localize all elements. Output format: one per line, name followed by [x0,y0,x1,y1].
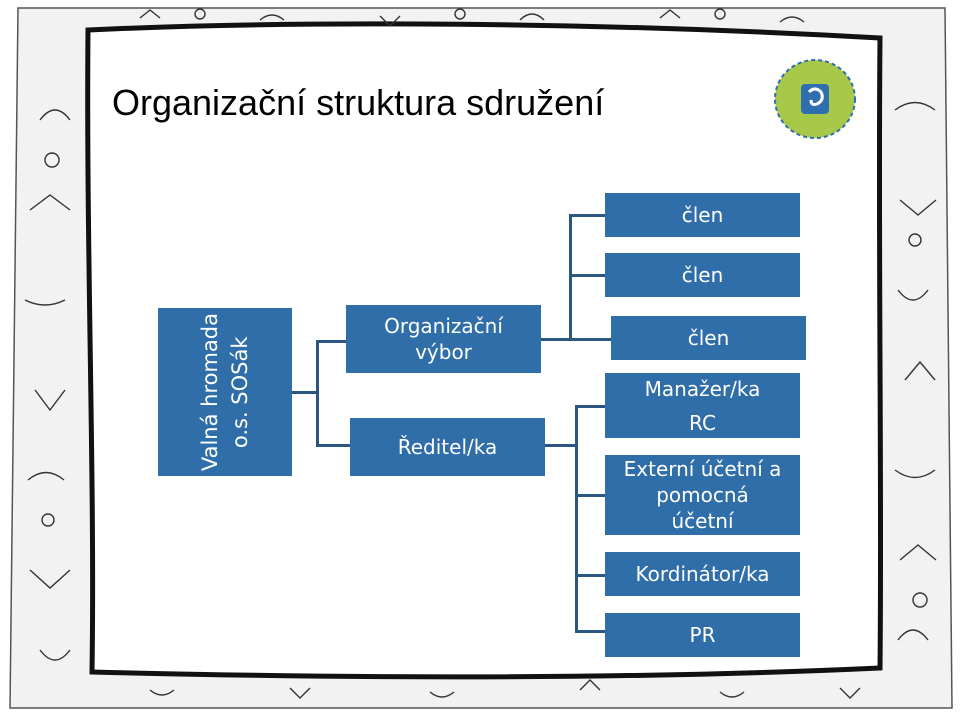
node-manazer-line1: Manažer/ka [644,376,761,401]
node-reditel-label: Ředitel/ka [397,435,498,459]
node-clen-1-label: člen [681,203,724,227]
connector-to-vybor [316,340,346,343]
node-organizacni-vybor: Organizační výbor [346,305,541,373]
connector-to-manazer [575,405,605,408]
node-kordinator: Kordinátor/ka [605,552,800,596]
connector-to-clen-2 [569,274,605,277]
node-valna-hromada-line1: Valná hromada [198,312,222,472]
node-externi-ucetni: Externí účetní a pomocná účetní [605,455,800,535]
connector-to-reditel [316,444,350,447]
connector-to-clen-3 [569,338,611,341]
sosak-logo-icon [774,59,856,139]
connector-to-clen-1 [569,214,605,217]
node-manazer-line2: RC [689,410,716,435]
connector-reditel-trunk [545,444,577,447]
connector-vybor-vertical [569,214,572,340]
node-clen-3: člen [611,316,806,360]
node-kordinator-label: Kordinátor/ka [635,562,770,586]
node-ucetni-line2: pomocná [656,483,749,507]
node-valna-hromada-line2: o.s. SOSák [228,336,252,448]
node-vybor-line2: výbor [415,340,472,364]
connector-to-pr [575,630,605,633]
node-manazer-rc: Manažer/ka RC [605,373,800,438]
node-clen-2-label: člen [681,263,724,287]
node-clen-3-label: člen [687,326,730,350]
node-ucetni-line3: účetní [671,509,734,533]
connector-to-ucetni [575,494,605,497]
connector-root-trunk [292,391,318,394]
connector-to-kordinator [575,574,605,577]
node-pr-label: PR [689,623,716,647]
connector-vybor-trunk [541,338,571,341]
node-clen-1: člen [605,193,800,237]
node-reditel: Ředitel/ka [350,418,545,476]
connector-reditel-vertical [575,405,578,632]
node-clen-2: člen [605,253,800,297]
node-valna-hromada: Valná hromada o.s. SOSák [158,308,292,476]
node-ucetni-line1: Externí účetní a [623,457,782,481]
slide-title: Organizační struktura sdružení [112,82,605,123]
connector-root-vertical [316,340,319,446]
node-vybor-line1: Organizační [384,314,503,338]
node-pr: PR [605,613,800,657]
